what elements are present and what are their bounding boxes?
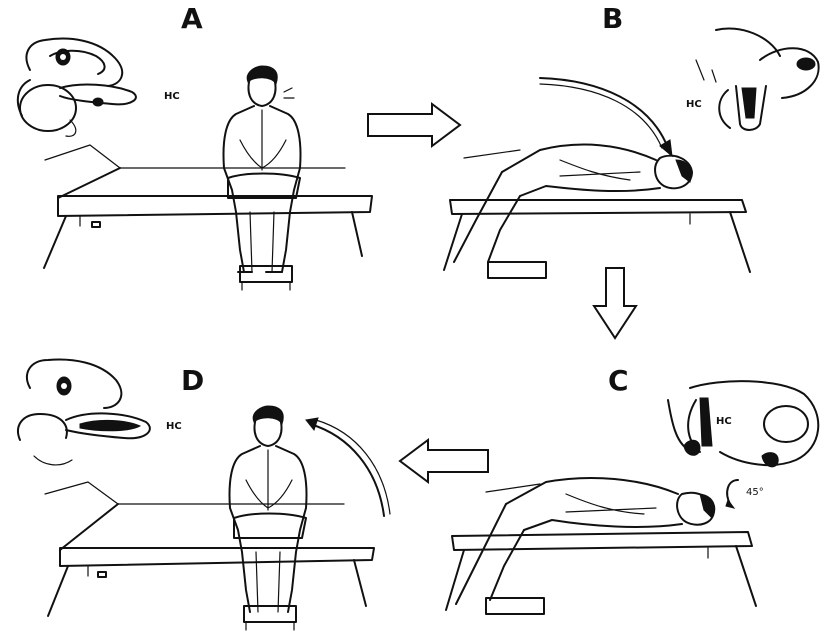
panel-b xyxy=(444,28,819,278)
panel-a xyxy=(18,39,372,290)
left-arrow-icon xyxy=(400,440,488,482)
panel-c-inner-ear-icon xyxy=(668,381,818,467)
panel-a-seated-patient xyxy=(224,66,301,290)
panel-a-inner-ear-icon xyxy=(18,39,136,137)
panel-d-inner-ear-icon xyxy=(18,360,150,465)
panel-b-lying-patient xyxy=(454,145,692,262)
panel-d xyxy=(18,360,390,630)
panel-c xyxy=(446,381,818,614)
down-arrow-icon xyxy=(594,268,636,338)
panel-d-exam-table xyxy=(45,482,374,616)
panel-d-seated-patient xyxy=(230,406,307,630)
panel-a-exam-table xyxy=(44,145,372,268)
panel-b-motion-arc xyxy=(540,78,668,148)
panel-c-lying-patient xyxy=(456,478,715,604)
panel-b-inner-ear-icon xyxy=(696,28,819,130)
panel-d-motion-arc xyxy=(310,424,384,516)
right-arrow-icon xyxy=(368,104,460,146)
